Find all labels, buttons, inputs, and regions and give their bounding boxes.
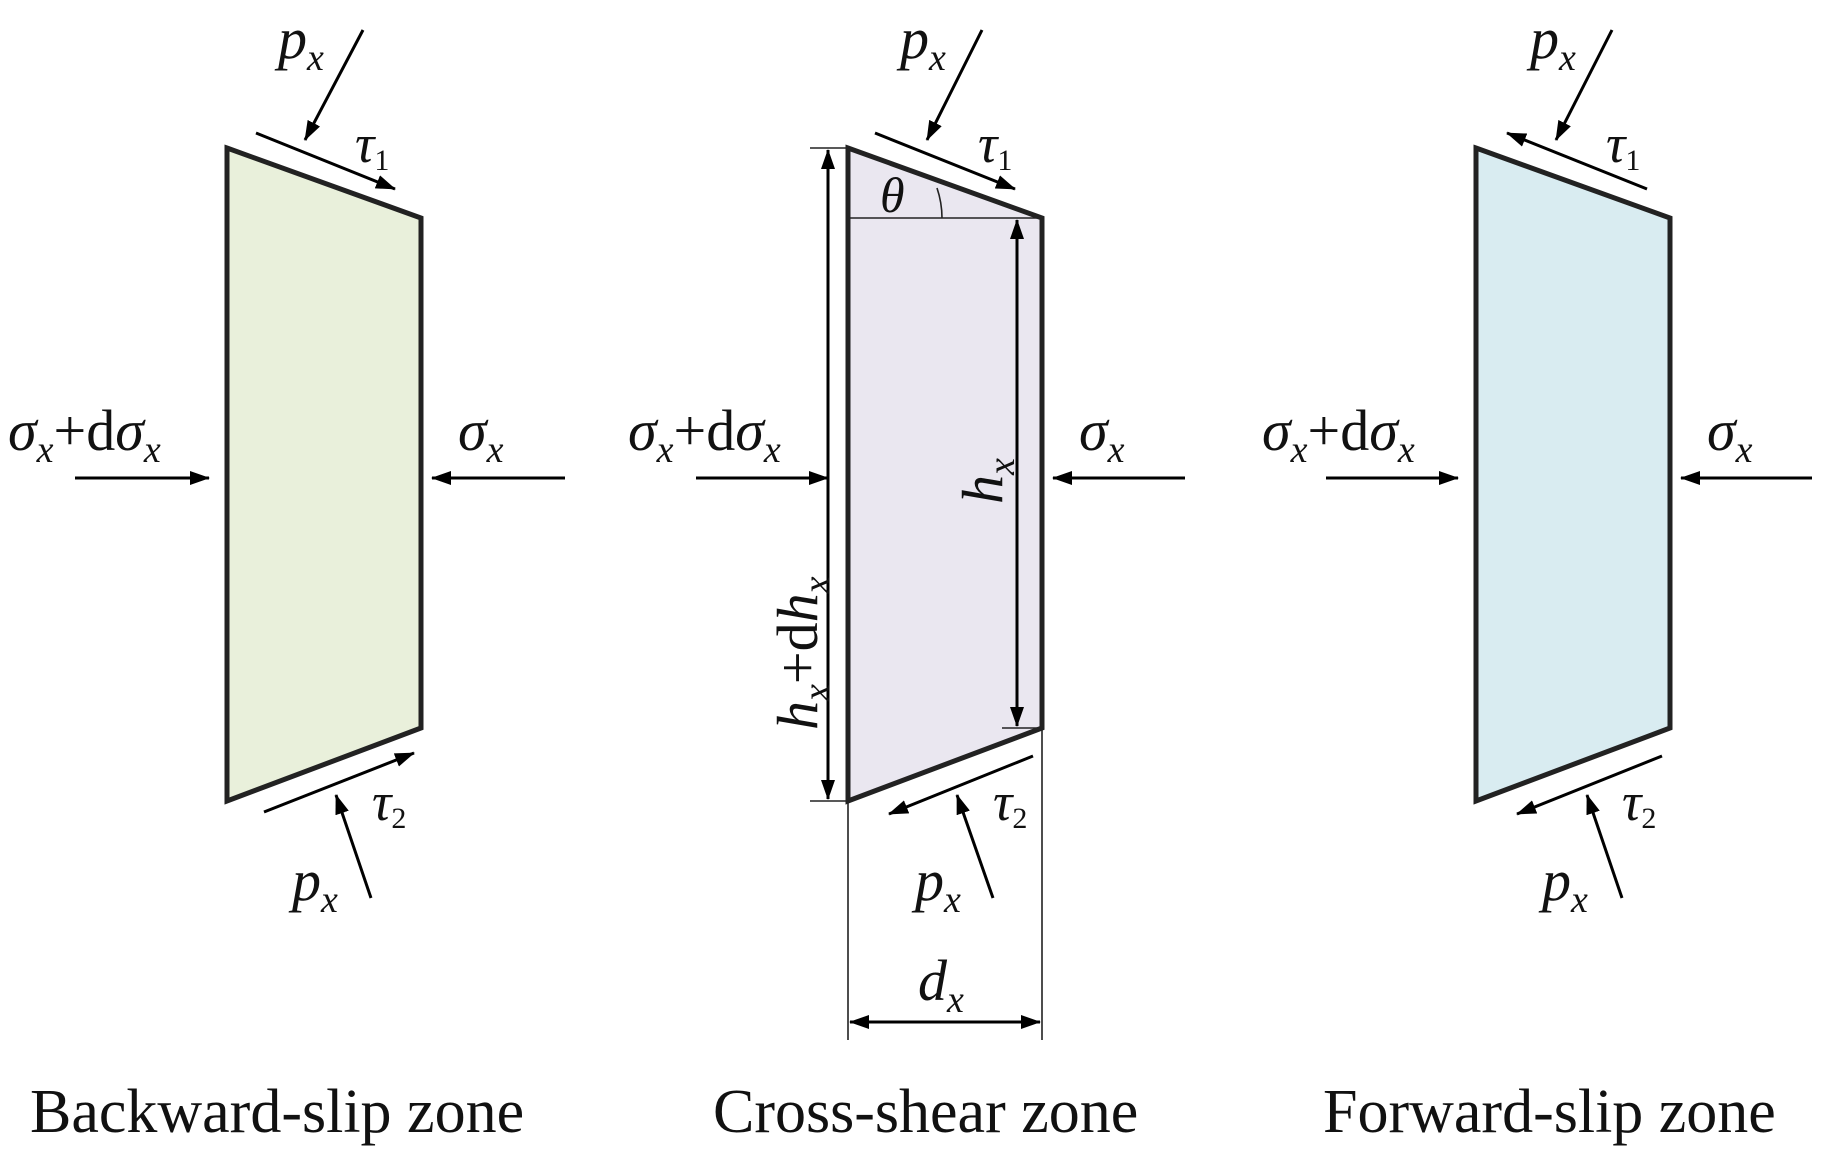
backward-bottom-pressure-label: px xyxy=(288,848,338,921)
forward-right-stress-label: σx xyxy=(1707,398,1753,471)
forward-slip-zone-title: Forward-slip zone xyxy=(1323,1078,1776,1146)
cross-shear-zone: θ hx+dhx hx dx px τ1 xyxy=(628,6,1185,1146)
forward-bottom-shear-label: τ2 xyxy=(1622,772,1656,835)
cross-right-stress-label: σx xyxy=(1079,398,1125,471)
forward-bottom-shear-arrow xyxy=(1516,754,1663,816)
cross-top-pressure-label: px xyxy=(896,6,946,79)
backward-top-pressure-arrow xyxy=(303,29,365,141)
forward-top-pressure-arrow xyxy=(1554,29,1614,141)
cross-top-pressure-arrow xyxy=(925,29,984,141)
backward-slip-element xyxy=(224,144,424,805)
cross-bottom-pressure-label: px xyxy=(911,848,961,921)
theta-angle-arc xyxy=(936,187,943,219)
backward-top-shear-arrow xyxy=(255,131,396,191)
hx-plus-dhx-label: hx+dhx xyxy=(765,576,838,730)
cross-bottom-shear-label: τ2 xyxy=(993,772,1027,835)
forward-slip-element xyxy=(1473,144,1673,805)
backward-left-stress-label: σx+dσx xyxy=(8,398,161,471)
backward-bottom-shear-label: τ2 xyxy=(372,772,406,835)
forward-top-shear-arrow xyxy=(1506,131,1648,191)
cross-bottom-pressure-arrow xyxy=(955,794,995,899)
forward-left-stress-label: σx+dσx xyxy=(1262,398,1415,471)
backward-slip-zone-title: Backward-slip zone xyxy=(30,1078,524,1146)
forward-slip-zone: px τ1 σx+dσx σx τ2 px Forward-slip zone xyxy=(1262,6,1812,1146)
backward-top-pressure-label: px xyxy=(274,6,324,79)
backward-top-shear-label: τ1 xyxy=(355,114,389,177)
cross-top-shear-label: τ1 xyxy=(978,114,1012,177)
backward-bottom-shear-arrow xyxy=(263,751,415,814)
backward-right-stress-label: σx xyxy=(458,398,504,471)
theta-label: θ xyxy=(880,167,905,223)
forward-bottom-pressure-label: px xyxy=(1538,848,1588,921)
cross-left-stress-label: σx+dσx xyxy=(628,398,781,471)
dx-label: dx xyxy=(918,948,964,1021)
forward-top-shear-label: τ1 xyxy=(1606,114,1640,177)
cross-bottom-shear-arrow xyxy=(888,754,1034,816)
forward-bottom-pressure-arrow xyxy=(1585,794,1624,899)
backward-bottom-pressure-arrow xyxy=(334,794,373,899)
hx-label: hx xyxy=(950,458,1023,504)
backward-slip-zone: px τ1 σx+dσx σx τ2 px Backward-slip zone xyxy=(8,6,565,1146)
forward-top-pressure-label: px xyxy=(1526,6,1576,79)
cross-shear-zone-title: Cross-shear zone xyxy=(713,1078,1138,1146)
cross-top-shear-arrow xyxy=(874,131,1016,191)
